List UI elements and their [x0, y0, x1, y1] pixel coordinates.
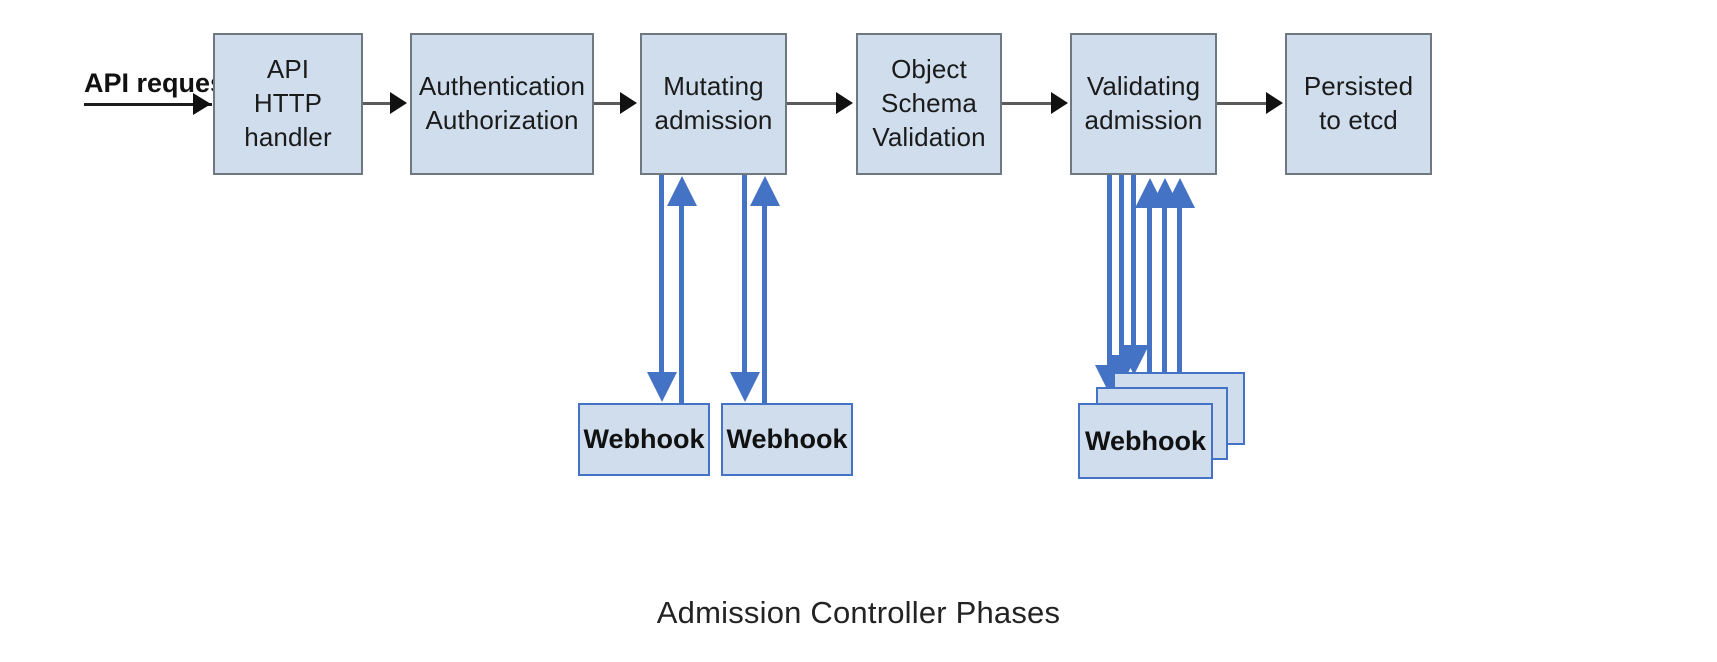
mutating-webhook-1-call-line — [659, 175, 664, 382]
connector-validating-to-etcd — [1217, 102, 1267, 105]
connector-mutating-to-schema — [787, 102, 837, 105]
api-request-arrow-line — [84, 103, 212, 106]
connector-auth-to-mutating — [594, 102, 621, 105]
phase-box-persisted-to-etcd[interactable]: Persisted to etcd — [1285, 33, 1432, 175]
phase-box-mutating-admission[interactable]: Mutating admission — [640, 33, 787, 175]
webhook-box-validating-front[interactable]: Webhook — [1078, 403, 1213, 479]
mutating-webhook-1-return-arrow-icon — [667, 176, 697, 206]
mutating-webhook-2-return-line — [762, 188, 767, 404]
phase-box-object-schema-validation[interactable]: Object Schema Validation — [856, 33, 1002, 175]
connector-schema-to-validating — [1002, 102, 1052, 105]
webhook-box-mutating-1[interactable]: Webhook — [578, 403, 710, 476]
connector-auth-to-mutating-arrow-icon — [620, 92, 637, 114]
webhook-box-mutating-2[interactable]: Webhook — [721, 403, 853, 476]
api-request-label: API request — [84, 68, 235, 98]
connector-mutating-to-schema-arrow-icon — [836, 92, 853, 114]
mutating-webhook-2-call-line — [742, 175, 747, 382]
validating-webhook-return-line-2 — [1162, 190, 1167, 400]
validating-webhook-return-line-1 — [1147, 190, 1152, 405]
mutating-webhook-2-return-arrow-icon — [750, 176, 780, 206]
validating-webhook-call-line-1 — [1107, 175, 1112, 375]
mutating-webhook-1-return-line — [679, 188, 684, 404]
mutating-webhook-1-call-arrow-icon — [647, 372, 677, 402]
phase-box-authentication-authorization[interactable]: Authentication Authorization — [410, 33, 594, 175]
connector-handler-to-auth — [363, 102, 393, 105]
validating-webhook-call-line-2 — [1119, 175, 1124, 365]
api-request-arrow-head-icon — [193, 93, 211, 115]
validating-webhook-call-line-3 — [1131, 175, 1136, 355]
validating-webhook-return-line-3 — [1177, 190, 1182, 395]
connector-validating-to-etcd-arrow-icon — [1266, 92, 1283, 114]
validating-webhook-call-arrow-icon-3 — [1119, 345, 1149, 375]
diagram-caption: Admission Controller Phases — [656, 595, 1061, 630]
mutating-webhook-2-call-arrow-icon — [730, 372, 760, 402]
phase-box-validating-admission[interactable]: Validating admission — [1070, 33, 1217, 175]
validating-webhook-return-arrow-icon-3 — [1165, 178, 1195, 208]
connector-schema-to-validating-arrow-icon — [1051, 92, 1068, 114]
phase-box-api-http-handler[interactable]: API HTTP handler — [213, 33, 363, 175]
connector-handler-to-auth-arrow-icon — [390, 92, 407, 114]
